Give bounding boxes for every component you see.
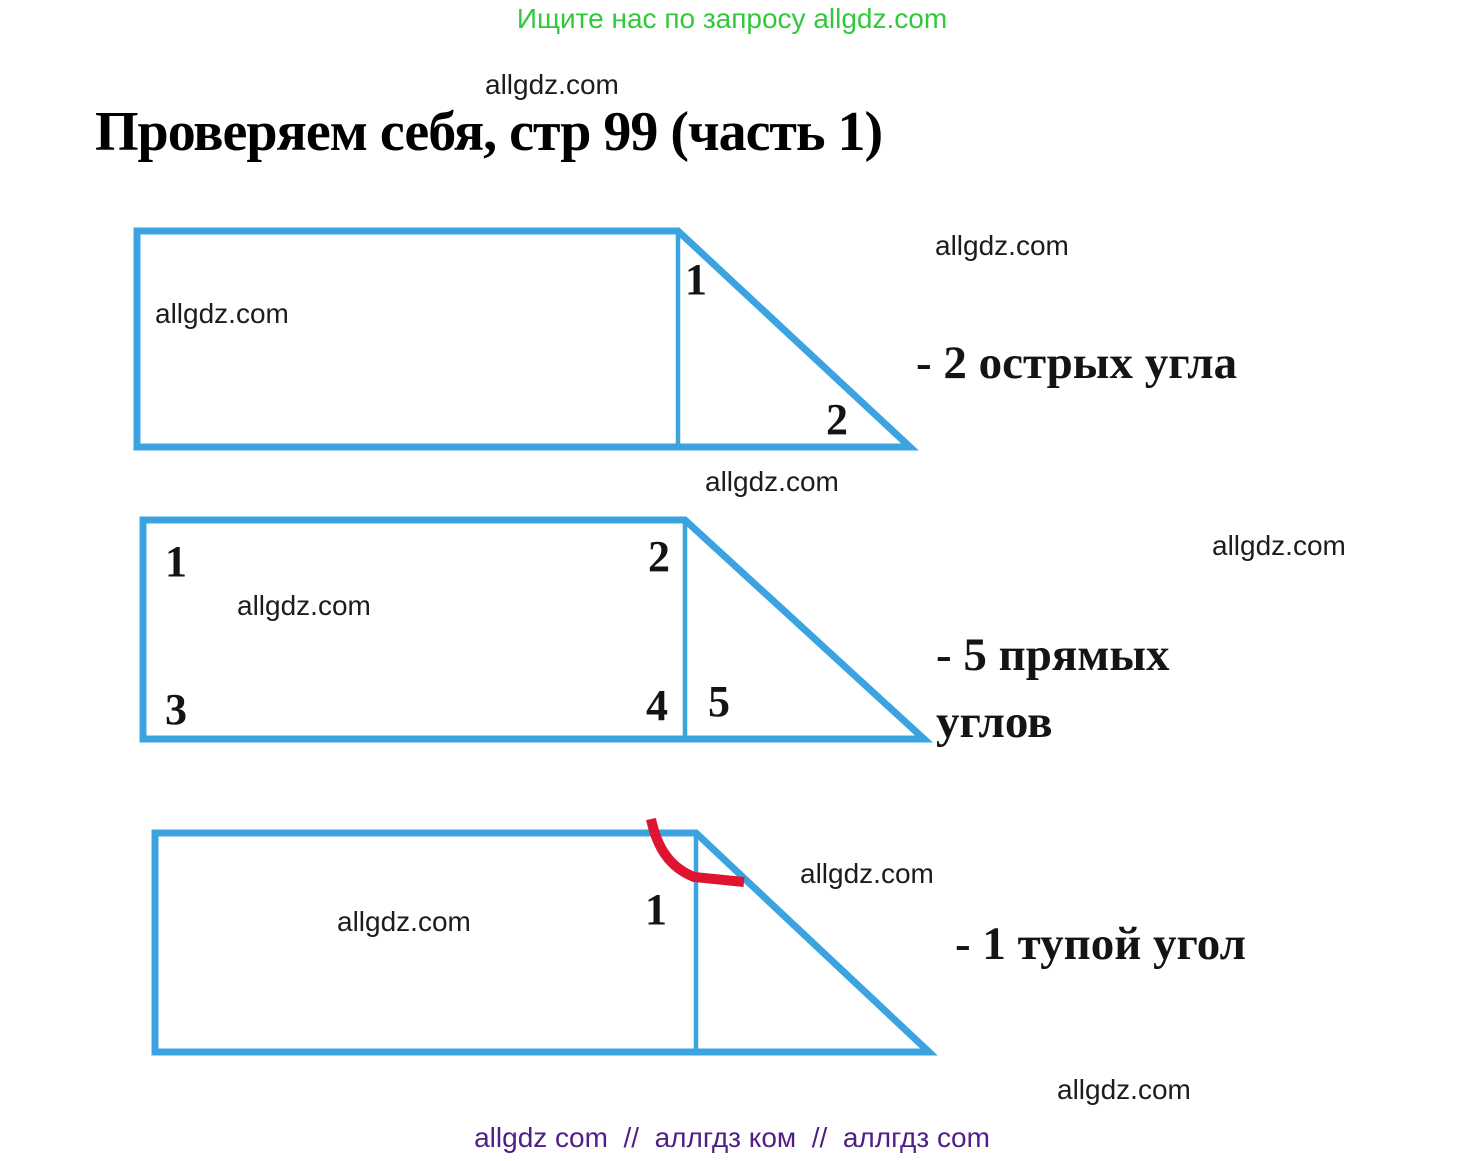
footer-site-note: allgdz com // аллгдз ком // аллгдз com bbox=[474, 1122, 990, 1153]
watermark: allgdz.com bbox=[485, 69, 619, 100]
angle-label: 5 bbox=[708, 677, 730, 726]
watermark: allgdz.com bbox=[1057, 1074, 1191, 1105]
figure-right-outline bbox=[139, 516, 934, 743]
angle-label: 1 bbox=[685, 255, 707, 304]
figure-acute-shape bbox=[133, 227, 919, 451]
figure-obtuse-shape bbox=[151, 817, 938, 1056]
figure-acute-caption: - 2 острых угла bbox=[916, 337, 1238, 389]
watermark: allgdz.com bbox=[705, 466, 839, 497]
figure-right-caption: - 5 прямых углов bbox=[936, 629, 1170, 748]
obtuse-angle-arc-icon bbox=[646, 817, 745, 887]
watermark: allgdz.com bbox=[237, 590, 371, 621]
page-title: Проверяем себя, стр 99 (часть 1) bbox=[95, 101, 883, 163]
angle-label: 2 bbox=[826, 395, 848, 444]
figure-obtuse-outline bbox=[151, 829, 938, 1056]
angle-label: 1 bbox=[165, 537, 187, 586]
angle-label: 1 bbox=[645, 885, 667, 934]
watermark: allgdz.com bbox=[1212, 530, 1346, 561]
figure-right-shape bbox=[139, 516, 934, 743]
figure-acute-outline bbox=[133, 227, 919, 451]
site-search-note: Ищите нас по запросу allgdz.com bbox=[516, 3, 948, 34]
angle-label: 3 bbox=[165, 685, 187, 734]
watermark: allgdz.com bbox=[337, 906, 471, 937]
watermark: allgdz.com bbox=[800, 858, 934, 889]
angle-label: 4 bbox=[646, 681, 668, 730]
figure-obtuse-caption: - 1 тупой угол bbox=[955, 918, 1246, 970]
angle-label: 2 bbox=[648, 532, 670, 581]
watermark: allgdz.com bbox=[935, 230, 1069, 261]
watermark: allgdz.com bbox=[155, 298, 289, 329]
